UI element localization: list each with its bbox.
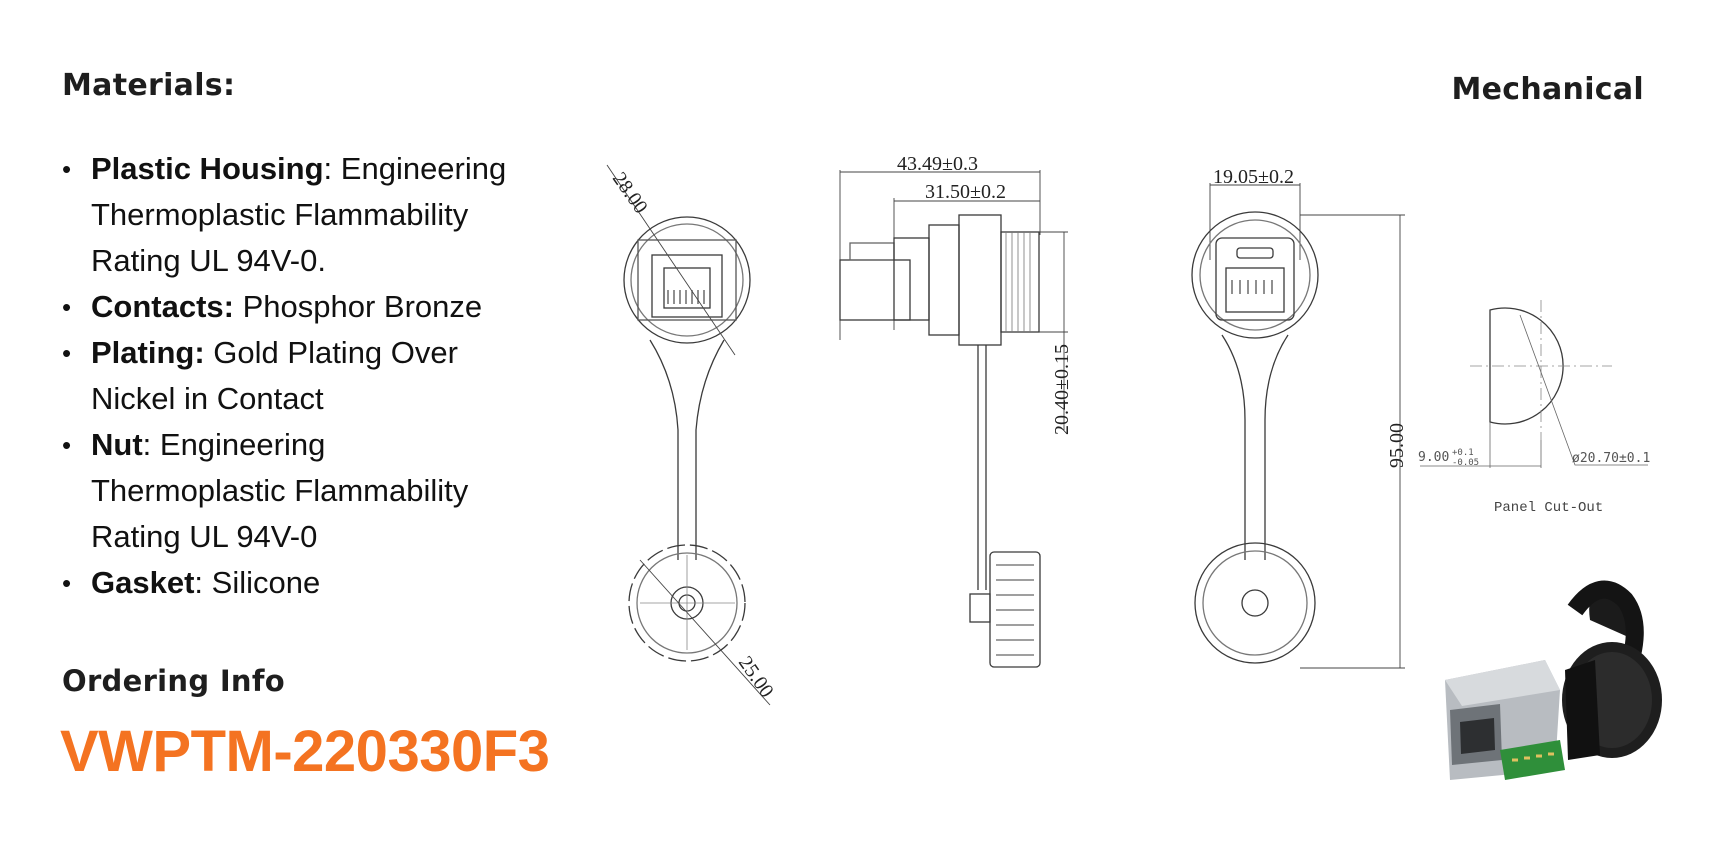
side-thread: [1000, 231, 1040, 333]
dim-25: 25.00: [734, 652, 778, 701]
dim-9-00: 9.00: [1418, 450, 1449, 465]
cap-centerlines: [640, 555, 735, 650]
side-pcb-tab: [849, 242, 895, 261]
side-view: 43.49±0.3 31.50±0.2 20.40±0.15: [839, 153, 1073, 668]
materials-list: Plastic Housing: EngineeringThermoplasti…: [62, 146, 602, 606]
material-label: Gasket: [91, 565, 195, 600]
front-flange: [637, 239, 737, 321]
material-text: Engineering: [159, 427, 326, 462]
cutout-outline: [1489, 307, 1564, 425]
rj45-opening: [651, 254, 723, 318]
material-text: Nickel in Contact: [91, 381, 324, 416]
side-rj45-body: [839, 259, 911, 321]
rear-face: [1215, 237, 1295, 321]
cap-strap: [1567, 580, 1644, 658]
side-nut: [958, 214, 1002, 346]
shield-highlight: [1445, 660, 1560, 706]
material-sep: :: [194, 565, 212, 600]
list-item: Contacts: Phosphor Bronze: [62, 284, 602, 330]
dim-20-40: 20.40±0.15: [1051, 344, 1073, 435]
dim-28: 28.00: [608, 168, 652, 217]
dim-43-49: 43.49±0.3: [897, 153, 978, 175]
side-cap-hinge: [969, 593, 991, 623]
side-housing: [893, 237, 930, 321]
material-sep: :: [323, 151, 341, 186]
material-text: Silicone: [211, 565, 321, 600]
rear-contacts: [1231, 280, 1273, 294]
pcb-pads: [1512, 752, 1554, 762]
cutout-flat-dim: [1420, 422, 1542, 468]
material-label: Plastic Housing: [91, 151, 324, 186]
material-text: Rating UL 94V-0: [91, 519, 318, 554]
dim-95: 95.00: [1386, 423, 1408, 468]
side-height-dim: [1039, 231, 1068, 430]
side-flange: [928, 224, 960, 336]
rear-cap-outline: [1194, 542, 1316, 664]
material-label: Nut: [91, 427, 143, 462]
material-text: Thermoplastic Flammability: [91, 473, 469, 508]
rear-slot: [1236, 247, 1274, 259]
cutout-centerlines: [1470, 300, 1612, 440]
materials-heading: Materials:: [62, 68, 236, 103]
rear-cap-inner: [1202, 550, 1308, 656]
material-text: Rating UL 94V-0.: [91, 243, 326, 278]
rear-lanyard: [1221, 334, 1289, 560]
dim-31-50: 31.50±0.2: [925, 181, 1006, 203]
mechanical-heading: Mechanical: [1451, 72, 1644, 107]
cap-outline: [628, 544, 746, 662]
dim-9-00-tol-minus: -0.05: [1452, 458, 1479, 468]
material-sep: :: [142, 427, 160, 462]
pcb: [1500, 740, 1565, 780]
rear-width-dim: [1209, 183, 1301, 260]
rear-jack: [1225, 267, 1285, 313]
cutout-dia-leader: [1519, 314, 1648, 466]
material-text: Engineering: [340, 151, 507, 186]
front-housing-outline: [623, 216, 751, 344]
list-item: Plastic Housing: EngineeringThermoplasti…: [62, 146, 602, 284]
material-label: Contacts:: [91, 289, 234, 324]
list-item: Gasket: Silicone: [62, 560, 602, 606]
rear-housing-inner: [1199, 219, 1311, 331]
material-text: Phosphor Bronze: [242, 289, 483, 324]
material-text: Thermoplastic Flammability: [91, 197, 469, 232]
dim-line-25: [639, 559, 771, 706]
side-lanyard: [977, 345, 987, 590]
part-number: VWPTM-220330F3: [60, 719, 550, 784]
panel-cutout-label: Panel Cut-Out: [1494, 500, 1603, 516]
front-housing-inner: [630, 223, 744, 337]
dim-line-28: [606, 164, 736, 356]
material-text: Gold Plating Over: [213, 335, 458, 370]
product-illustration: [1445, 580, 1662, 780]
panel-cutout: 9.00 +0.1 -0.05 ø20.70±0.1 Panel Cut-Out: [1418, 300, 1650, 516]
rear-cap-hole: [1241, 589, 1269, 617]
material-label: Plating:: [91, 335, 205, 370]
rear-housing-outline: [1191, 211, 1319, 339]
rj45-jack: [663, 267, 711, 309]
dim-9-00-tol-plus: +0.1: [1452, 448, 1474, 458]
cap-inner: [636, 552, 738, 654]
dim-20-70: ø20.70±0.1: [1572, 451, 1650, 466]
rear-view: 19.05±0.2 95.00: [1191, 166, 1408, 669]
front-view: 28.00 25.00: [606, 164, 778, 706]
rj45-contacts: [667, 290, 705, 304]
side-dim-lines: [840, 171, 1040, 202]
side-cap-ribs: [996, 564, 1034, 656]
front-lanyard: [649, 339, 725, 560]
flange: [1565, 660, 1600, 760]
rear-length-dim: [1300, 214, 1405, 669]
ordering-heading: Ordering Info: [62, 664, 285, 698]
side-thread-lines: [1005, 232, 1031, 332]
jack-cavity: [1460, 718, 1495, 754]
dim-19-05: 19.05±0.2: [1213, 166, 1294, 188]
